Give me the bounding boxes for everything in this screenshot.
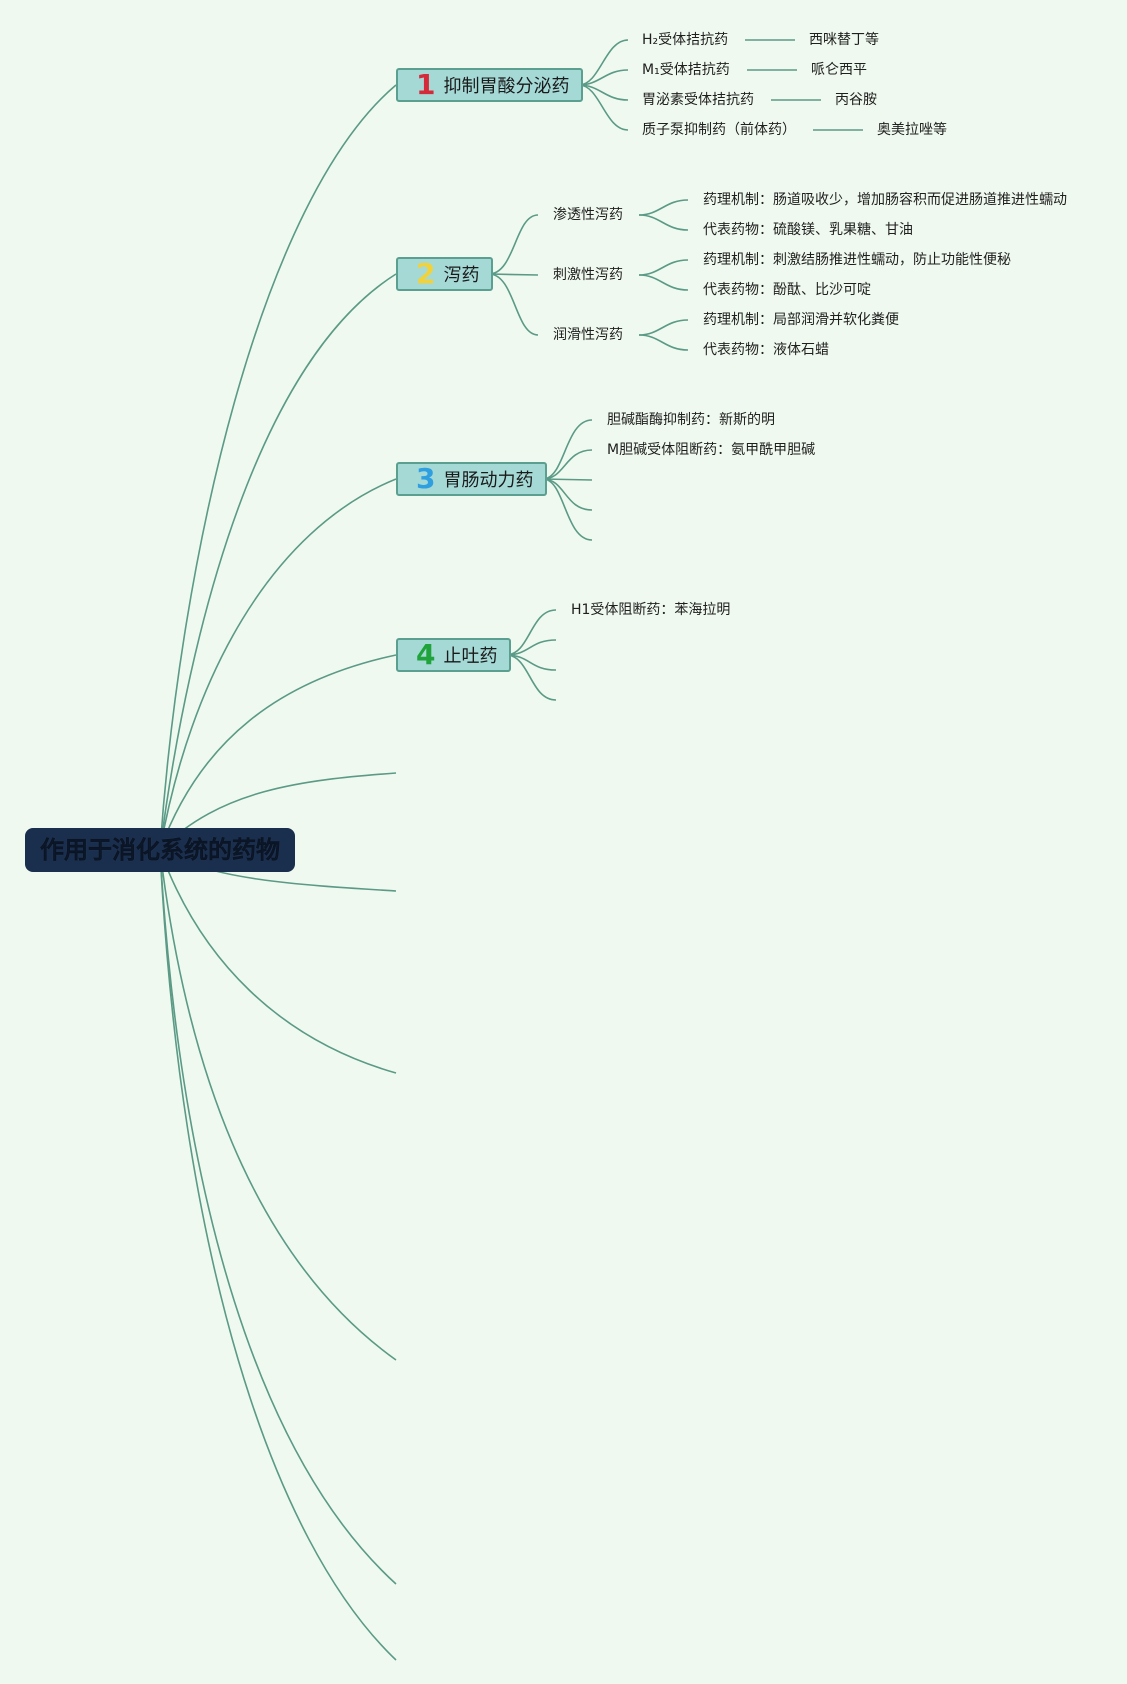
branch-2-group-1-drugs: 代表药物：硫酸镁、乳果糖、甘油	[703, 222, 913, 238]
branch-3-item-1: 胆碱酯酶抑制药：新斯的明	[607, 412, 775, 428]
branch-2-label: 泻药	[443, 265, 480, 286]
root-node[interactable]: 作用于消化系统的药物	[25, 828, 295, 872]
branch-2-number: 2	[416, 257, 436, 290]
branch-3-item-2: M胆碱受体阻断药：氨甲酰甲胆碱	[607, 442, 816, 458]
branch-2-group-1-name: 渗透性泻药	[553, 207, 623, 223]
root-empty-connector-3	[159, 849, 397, 1074]
branch-3-label: 胃肠动力药	[443, 470, 534, 491]
root-title: 作用于消化系统的药物	[40, 836, 280, 864]
branch-1-item-4-name: 质子泵抑制药（前体药）	[642, 122, 796, 138]
branch-4-label: 止吐药	[443, 646, 498, 667]
branch-1-node[interactable]: 1 抑制胃酸分泌药	[396, 68, 584, 102]
branch-2-group-2-name: 刺激性泻药	[553, 267, 623, 283]
branch-3-node[interactable]: 3 胃肠动力药	[396, 462, 548, 496]
root-branch-3-connector	[159, 478, 397, 851]
branch-1-item-3-example: 丙谷胺	[835, 92, 877, 108]
branch-1-item-2-name: M₁受体拮抗药	[642, 62, 730, 78]
root-empty-connector-6	[159, 849, 397, 1661]
branch-3-number: 3	[416, 462, 436, 495]
branch-1-item-1-name: H₂受体拮抗药	[642, 32, 729, 48]
branch-2-group-3-drugs: 代表药物：液体石蜡	[703, 342, 829, 358]
root-empty-connector-5	[159, 849, 397, 1585]
branch-1-item-1-example: 西咪替丁等	[809, 32, 879, 48]
branch-2-group-1-mechanism: 药理机制：肠道吸收少，增加肠容积而促进肠道推进性蠕动	[703, 192, 1067, 208]
branch-4-node[interactable]: 4 止吐药	[396, 638, 512, 672]
branch-1-item-3-name: 胃泌素受体拮抗药	[642, 92, 754, 108]
branch-2-group-3-mechanism: 药理机制：局部润滑并软化粪便	[703, 312, 899, 328]
branch-2-group-3-name: 润滑性泻药	[553, 327, 623, 343]
branch-2-node[interactable]: 2 泻药	[396, 257, 494, 291]
branch-2-group-2-mechanism: 药理机制：刺激结肠推进性蠕动，防止功能性便秘	[703, 252, 1011, 268]
root-empty-connector-4	[159, 849, 397, 1361]
branch-1-item-2-example: 哌仑西平	[811, 62, 867, 78]
root-branch-1-connector	[159, 84, 397, 851]
branch-1-number: 1	[416, 68, 436, 101]
branch-1-item-4-example: 奥美拉唑等	[877, 122, 947, 138]
branch-4-number: 4	[416, 638, 436, 671]
branch-1-label: 抑制胃酸分泌药	[443, 76, 570, 97]
branch-4-item-1: H1受体阻断药：苯海拉明	[571, 602, 731, 618]
root-branch-2-connector	[159, 273, 397, 851]
branch-2-group-2-drugs: 代表药物：酚酞、比沙可啶	[703, 282, 871, 298]
root-branch-4-connector	[159, 654, 397, 851]
